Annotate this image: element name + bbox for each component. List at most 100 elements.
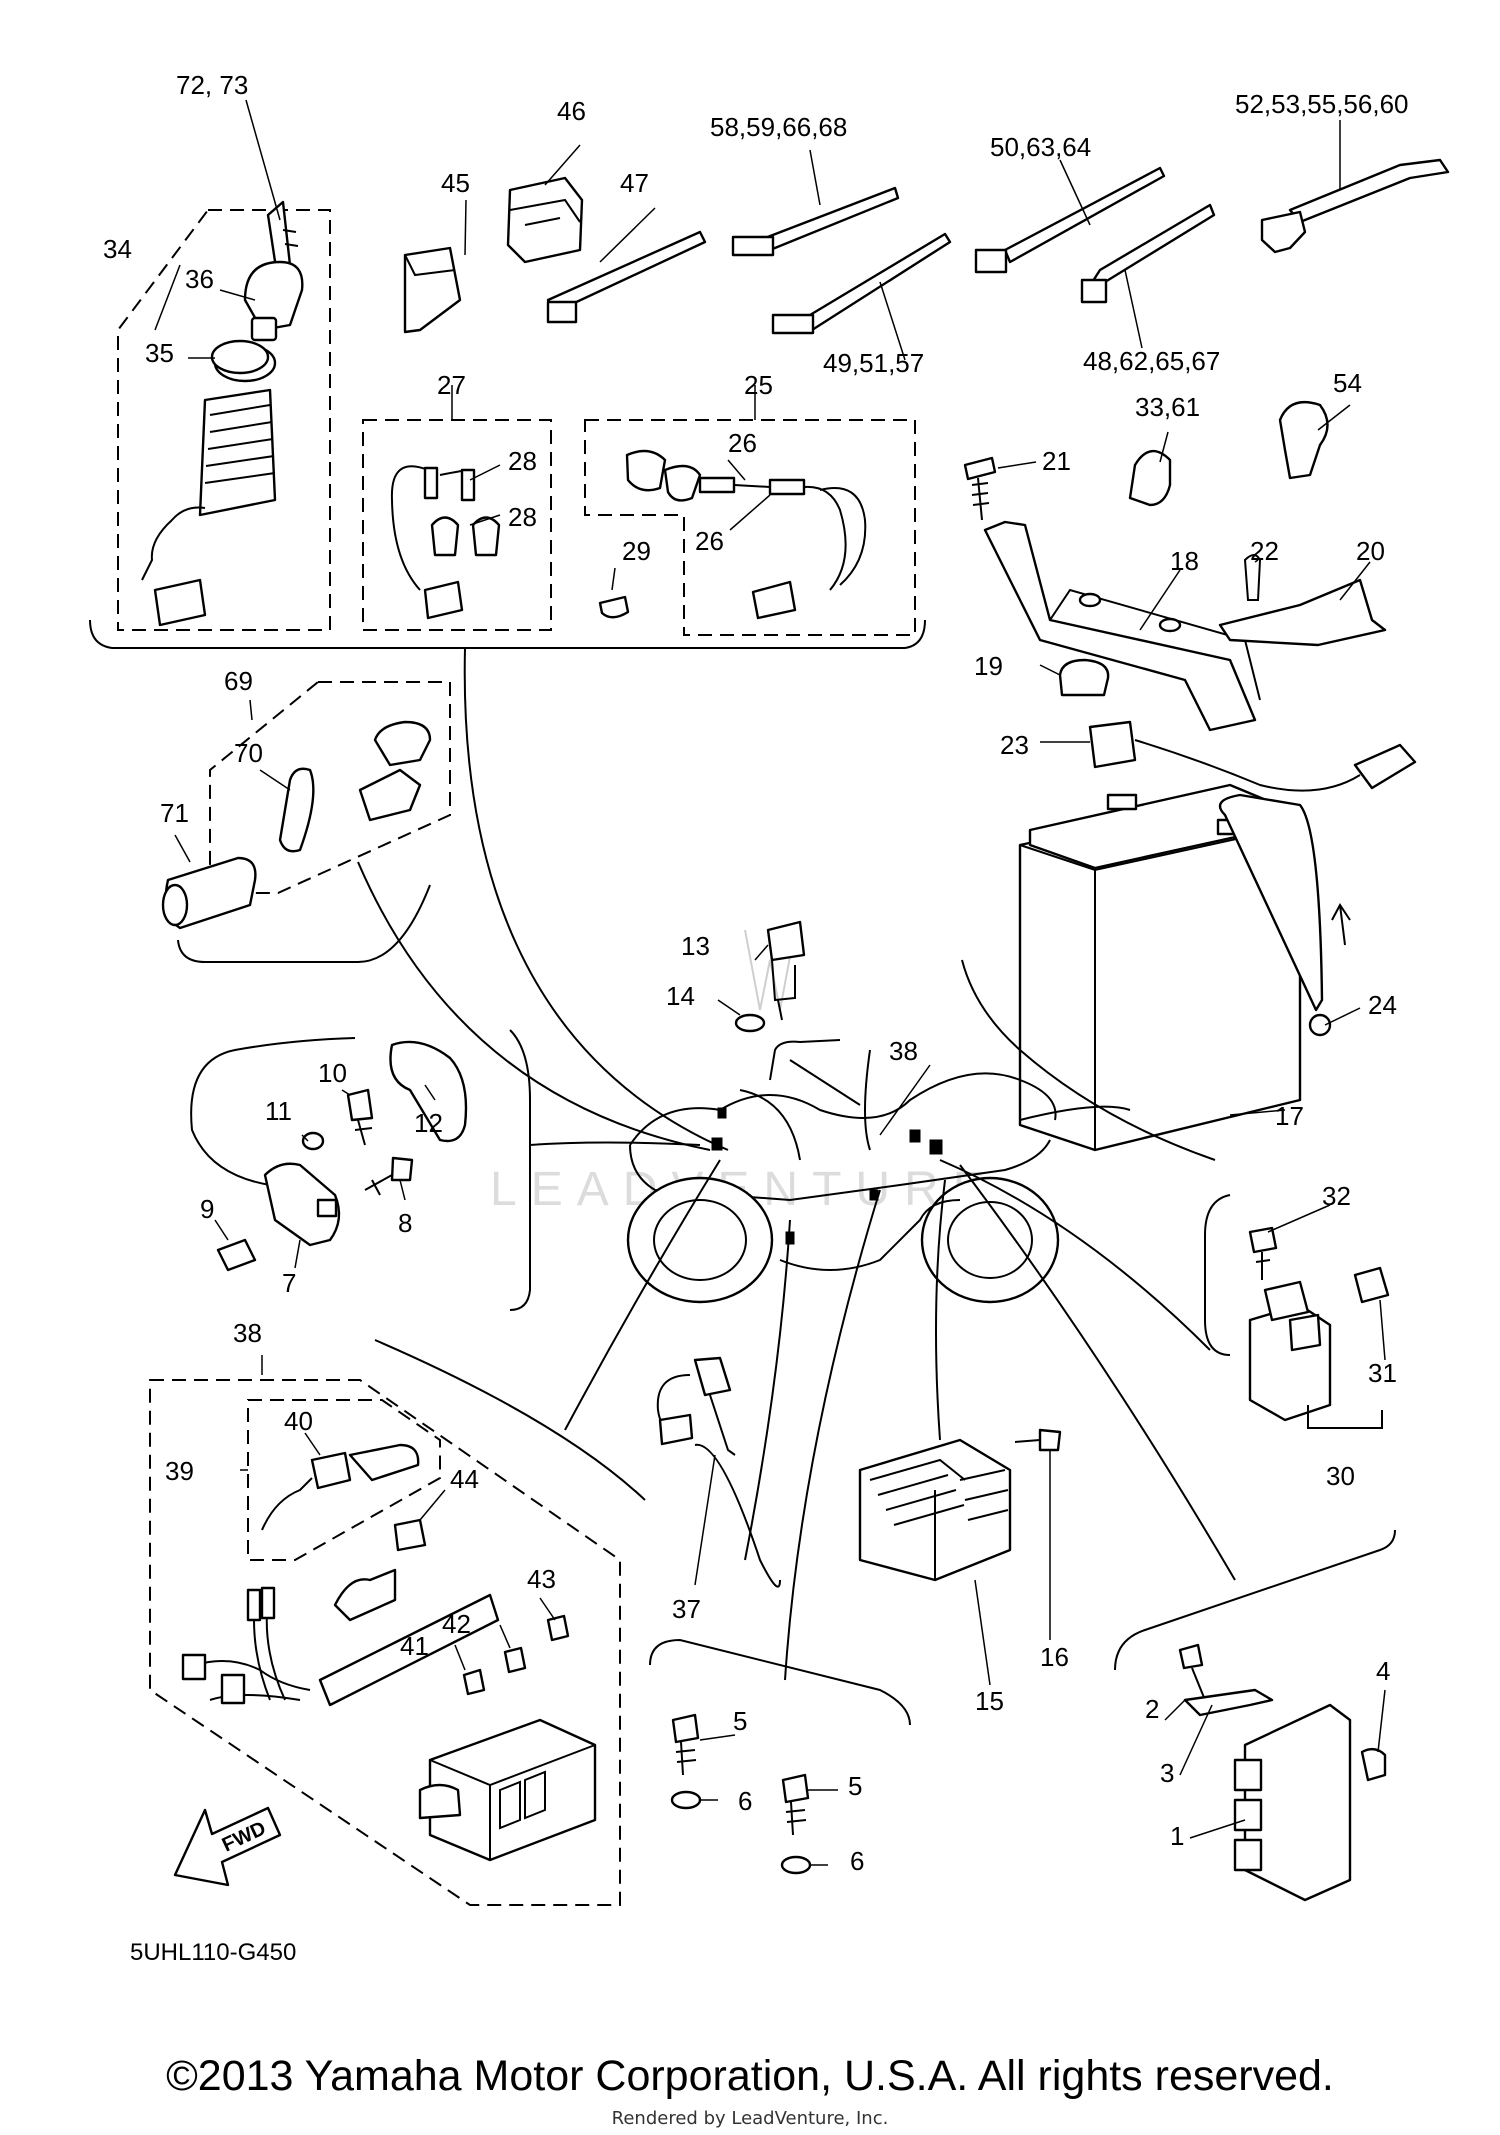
group-69-outline: [209, 681, 451, 894]
band-47-icon: [546, 230, 707, 324]
leader-38: [564, 1159, 721, 1431]
leader-group-to-vehicle: [463, 647, 729, 1151]
callout-25: 25: [744, 370, 773, 400]
callout-26a: 26: [728, 428, 757, 458]
band-58-icon: [731, 186, 900, 257]
damper-19-icon: [1058, 658, 1110, 697]
callout-34: 34: [103, 234, 132, 264]
group-38-outline: [149, 1379, 621, 1906]
callout-49-51-57: 49,51,57: [823, 348, 924, 378]
clamp-33-icon: [1128, 450, 1172, 507]
battery-leader: [961, 959, 1216, 1161]
bolt-5b-icon: [780, 1773, 812, 1875]
washer-6b-icon: [780, 1855, 812, 1875]
band-50-icon: [974, 166, 1166, 274]
callout-13: 13: [681, 931, 710, 961]
callout-24: 24: [1368, 990, 1397, 1020]
clamp-band-52-icon: [1260, 158, 1450, 254]
callout-15: 15: [975, 1686, 1004, 1716]
callout-28a: 28: [508, 446, 537, 476]
callout-43: 43: [527, 1564, 556, 1594]
group-34-outline: [117, 209, 331, 631]
bolt-32-icon: [1248, 1226, 1278, 1280]
leader-battery: [1019, 1105, 1131, 1121]
callout-18: 18: [1170, 546, 1199, 576]
callout-3: 3: [1160, 1758, 1174, 1788]
battery-lead-icon: [1088, 720, 1417, 792]
bolt-16-icon: [1014, 1428, 1062, 1452]
group-bracket-top: [89, 619, 926, 649]
starter-relay-icon: [1248, 1280, 1332, 1422]
relay-44-icon: [393, 1518, 427, 1552]
callout-6b: 6: [850, 1846, 864, 1876]
rectifier-15-icon: [858, 1438, 1012, 1582]
sub-lead-25-icon: [625, 449, 867, 620]
callout-39: 39: [165, 1456, 194, 1486]
sensor-4-icon: [1360, 1747, 1387, 1782]
switch-37-icon: [656, 1356, 736, 1456]
socket-70-icon: [278, 767, 315, 853]
fuse-40-icon: [261, 1443, 420, 1531]
leader-30: [939, 1159, 1211, 1351]
main-switch-body-icon: [141, 343, 277, 627]
callout-40: 40: [284, 1406, 313, 1436]
clamp-54-icon: [1278, 400, 1329, 480]
callout-50-63-64: 50,63,64: [990, 132, 1091, 162]
callout-20: 20: [1356, 536, 1385, 566]
group-7-bracket: [509, 1029, 531, 1311]
callout-71: 71: [160, 798, 189, 828]
callout-38-top: 38: [889, 1036, 918, 1066]
sensor-13-icon: [734, 920, 806, 1033]
callout-44: 44: [450, 1464, 479, 1494]
atv-vehicle-icon: [626, 1039, 1060, 1304]
fuse-43-icon: [546, 1614, 570, 1642]
rendered-by-text: Rendered by LeadVenture, Inc.: [611, 2108, 889, 2129]
bolt-10-icon: [346, 1088, 374, 1146]
callout-10: 10: [318, 1058, 347, 1088]
callout-52-53-55-56-60: 52,53,55,56,60: [1235, 89, 1409, 119]
callout-31: 31: [1368, 1358, 1397, 1388]
callout-1: 1: [1170, 1821, 1184, 1851]
callout-11: 11: [265, 1096, 292, 1126]
callout-labels: 72, 73 34 36 35 45 46 47 58,59,66,68 49,…: [103, 70, 1409, 1966]
group-27-outline: [362, 419, 552, 631]
band-49-icon: [771, 232, 952, 335]
callout-leaders: [154, 99, 1386, 1866]
callout-14: 14: [666, 981, 695, 1011]
group-38-leader: [374, 1339, 646, 1501]
callout-45: 45: [441, 168, 470, 198]
fuse-box-icon: [418, 1718, 597, 1862]
washer-14-icon: [734, 1013, 766, 1033]
battery-bracket-icon: [983, 520, 1261, 732]
wire-harness-38-icon: [181, 1568, 500, 1707]
callout-28b: 28: [508, 502, 537, 532]
callout-9: 9: [200, 1194, 214, 1224]
callout-23: 23: [1000, 730, 1029, 760]
fuse-31-icon: [1353, 1266, 1390, 1304]
lead-12: [190, 1037, 356, 1186]
coil-7-icon: [263, 1162, 341, 1247]
diagram-code: 5UHL110-G450: [130, 1939, 296, 1966]
group-1-bracket: [1114, 1529, 1396, 1671]
callout-19: 19: [974, 651, 1003, 681]
key-icon: [266, 200, 299, 270]
callout-46: 46: [557, 96, 586, 126]
callout-32: 32: [1322, 1181, 1351, 1211]
callout-69: 69: [224, 666, 253, 696]
bracket-3-icon: [1183, 1688, 1274, 1717]
group-25-outline: [584, 419, 916, 636]
socket-69-icon: [358, 720, 432, 822]
group-30-bracket: [1204, 1194, 1231, 1356]
screw-22-icon: [1243, 554, 1262, 601]
callout-70: 70: [234, 738, 263, 768]
callout-37: 37: [672, 1594, 701, 1624]
group-5-bracket: [649, 1638, 911, 1726]
battery-cable-icon: [1218, 793, 1351, 1037]
bolt-5a-icon: [670, 1713, 702, 1810]
callout-30: 30: [1326, 1461, 1355, 1491]
callout-8: 8: [398, 1208, 412, 1238]
fuse-41-icon: [462, 1668, 486, 1696]
callout-54: 54: [1333, 368, 1362, 398]
callout-47: 47: [620, 168, 649, 198]
callout-5a: 5: [733, 1706, 747, 1736]
